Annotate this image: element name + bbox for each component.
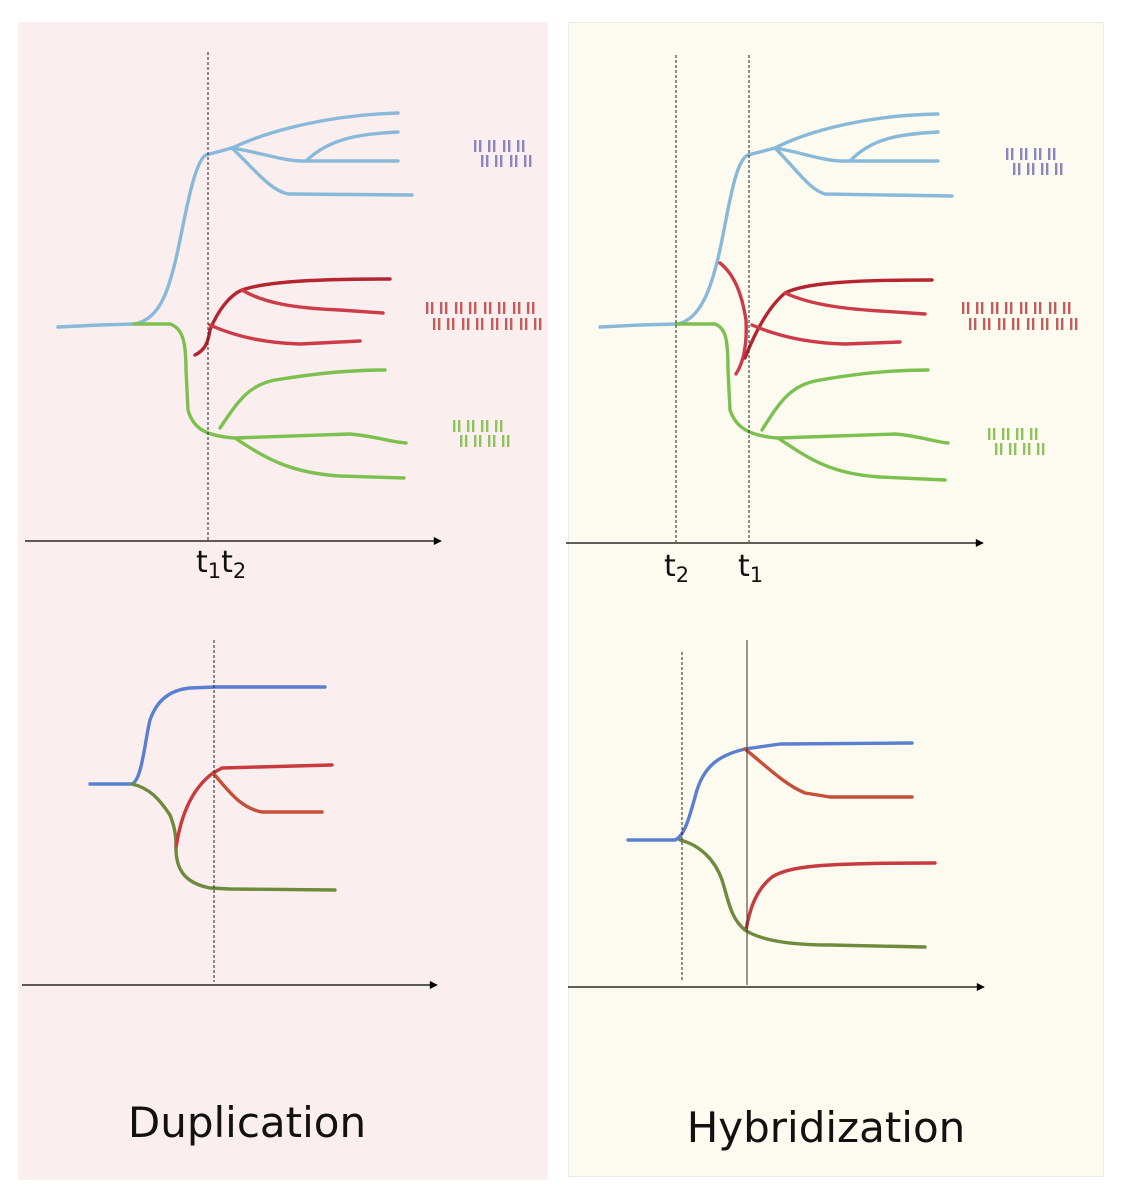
- hybridization-time-label-t1: t1: [738, 549, 763, 587]
- hybridization-upper-tree: [598, 112, 954, 482]
- chromosome-glyph-purple-icon: [1006, 148, 1063, 175]
- chromosome-glyph-red-icon: [962, 302, 1078, 330]
- duplication-time-label: t1t2: [196, 545, 246, 583]
- hybridization-title: Hybridization: [687, 1103, 966, 1152]
- chromosome-glyph-red-icon: [426, 302, 542, 330]
- duplication-title: Duplication: [128, 1098, 366, 1147]
- chromosome-glyph-purple-icon: [474, 140, 532, 167]
- blue-lineage: [88, 685, 327, 786]
- olive-lineage: [130, 782, 178, 850]
- red-lineage: [193, 277, 392, 357]
- duplication-lower-tree: [88, 685, 337, 892]
- hybridization-panel: [568, 22, 1104, 1177]
- chromosome-glyph-green-icon: [453, 420, 510, 447]
- hybridization-time-label-t2: t2: [664, 549, 689, 587]
- duplication-upper-tree: [56, 111, 414, 480]
- green-lineage: [132, 322, 408, 445]
- hybridization-lower-tree: [626, 741, 937, 949]
- chromosome-glyph-green-icon: [988, 428, 1045, 455]
- light-blue-lineage: [56, 111, 400, 329]
- duplication-panel: [18, 22, 548, 1180]
